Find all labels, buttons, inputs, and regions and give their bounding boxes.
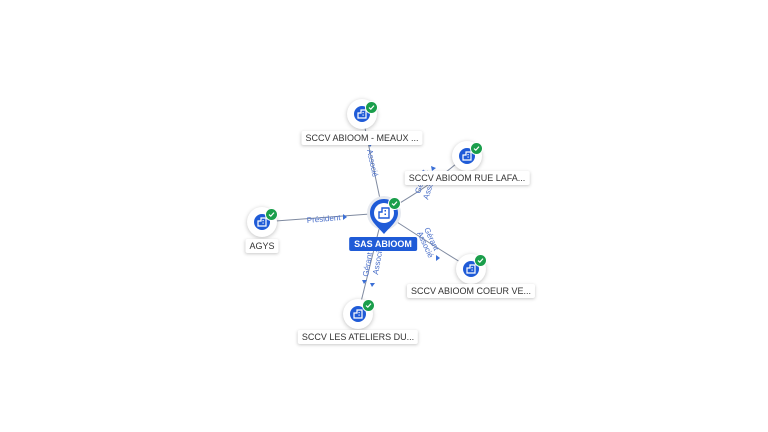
arrow-lafa <box>431 166 436 171</box>
center-node-label[interactable]: SAS ABIOOM <box>349 237 417 251</box>
arrow-ateliers-2 <box>370 283 375 287</box>
building-icon <box>378 207 390 219</box>
building-icon <box>350 306 366 322</box>
node-label[interactable]: SCCV ABIOOM COEUR VE... <box>406 284 536 298</box>
check-icon <box>470 142 483 155</box>
check-icon <box>474 254 487 267</box>
node-label[interactable]: SCCV LES ATELIERS DU... <box>297 330 419 344</box>
edge-ateliers <box>357 212 384 315</box>
edge-label-meaux: Associé <box>365 149 380 179</box>
arrow-ateliers-1 <box>362 280 367 284</box>
node-label[interactable]: SCCV ABIOOM - MEAUX ... <box>301 131 423 145</box>
edge-meaux <box>361 113 384 214</box>
check-icon <box>365 101 378 114</box>
edge-label-ateliers-1: Gérant <box>361 251 374 277</box>
node-label[interactable]: SCCV ABIOOM RUE LAFA... <box>404 171 530 185</box>
edge-label-agys: Président <box>306 213 341 225</box>
node-label[interactable]: AGYS <box>245 239 279 253</box>
edge-agys <box>261 212 384 223</box>
check-icon <box>265 208 278 221</box>
arrow-agys <box>343 214 347 220</box>
check-icon <box>362 299 375 312</box>
arrow-coeur <box>436 255 440 261</box>
node-agys-circle[interactable] <box>247 207 277 237</box>
check-icon <box>388 197 401 210</box>
